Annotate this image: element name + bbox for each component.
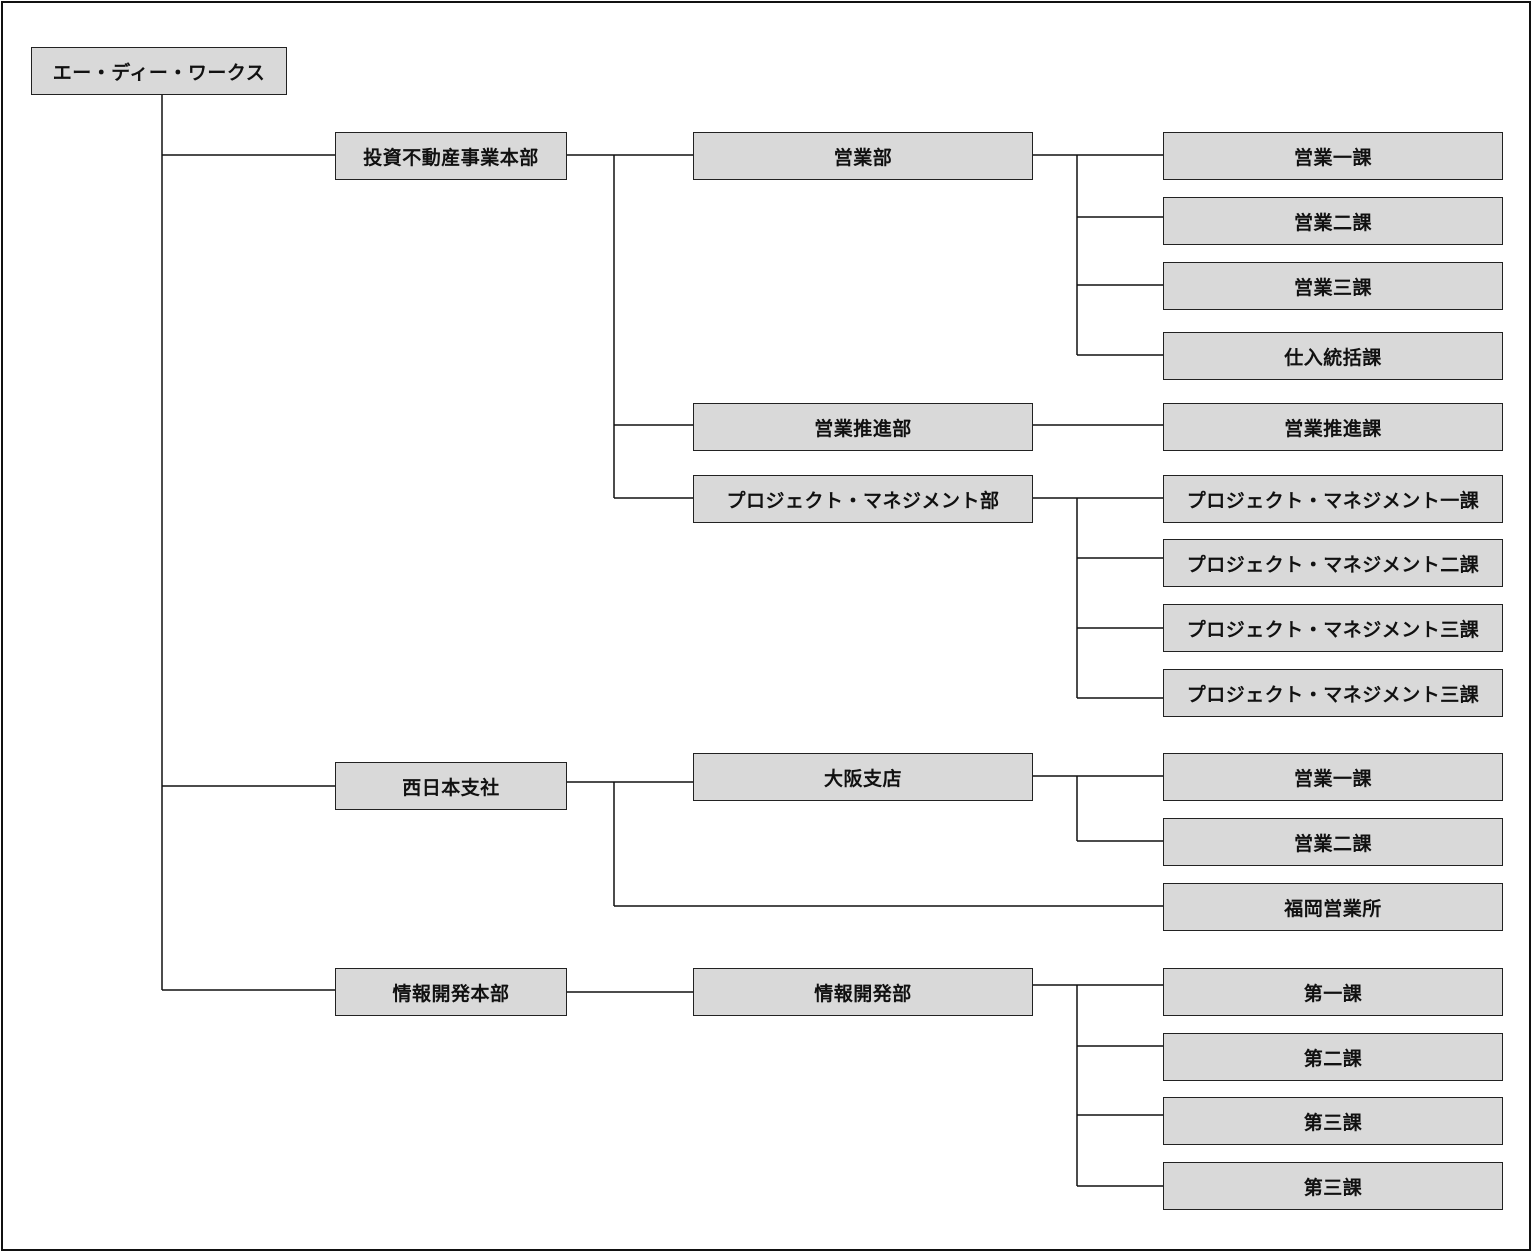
section-node: 第三課 [1163,1162,1503,1210]
section-node: 第一課 [1163,968,1503,1016]
section-node: 営業三課 [1163,262,1503,310]
section-node: 営業二課 [1163,197,1503,245]
info-dept-node: 情報開発部 [693,968,1033,1016]
root-node: エー・ディー・ワークス [31,47,287,95]
info-hq-node: 情報開発本部 [335,968,567,1016]
pm-dept-node: プロジェクト・マネジメント部 [693,475,1033,523]
fukuoka-office-node: 福岡営業所 [1163,883,1503,931]
investment-hq-node: 投資不動産事業本部 [335,132,567,180]
sales-promo-dept-node: 営業推進部 [693,403,1033,451]
section-node: 営業一課 [1163,753,1503,801]
section-node: 営業推進課 [1163,403,1503,451]
section-node: プロジェクト・マネジメント二課 [1163,539,1503,587]
section-node: プロジェクト・マネジメント三課 [1163,604,1503,652]
section-node: 営業一課 [1163,132,1503,180]
osaka-branch-node: 大阪支店 [693,753,1033,801]
section-node: 第三課 [1163,1097,1503,1145]
west-branch-node: 西日本支社 [335,762,567,810]
section-node: プロジェクト・マネジメント三課 [1163,669,1503,717]
section-node: 仕入統括課 [1163,332,1503,380]
section-node: 第二課 [1163,1033,1503,1081]
section-node: プロジェクト・マネジメント一課 [1163,475,1503,523]
sales-dept-node: 営業部 [693,132,1033,180]
section-node: 営業二課 [1163,818,1503,866]
